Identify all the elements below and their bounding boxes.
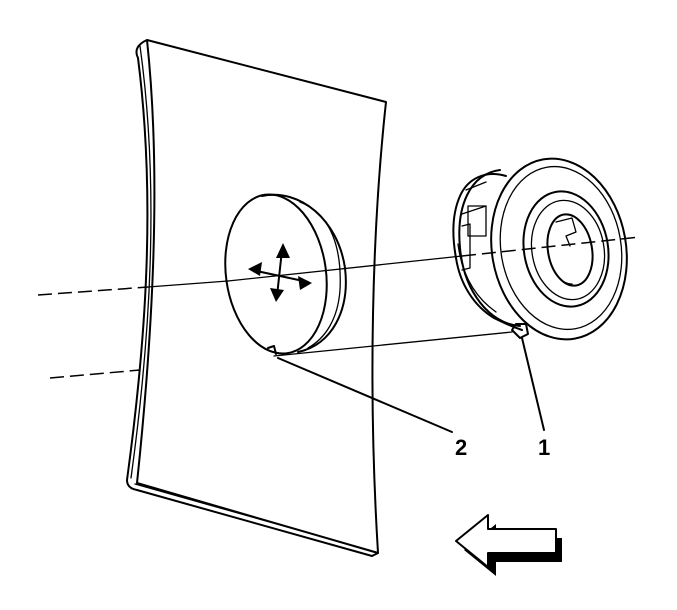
callout-2: 2 [455,435,467,460]
leader-lines [277,337,545,433]
panel-socket-hole [224,193,347,355]
callout-1: 1 [538,435,550,460]
direction-arrow-icon [455,514,562,576]
switch-housing-component [452,157,628,341]
trim-panel [126,39,387,557]
alignment-cross-arrows-icon [248,243,312,302]
